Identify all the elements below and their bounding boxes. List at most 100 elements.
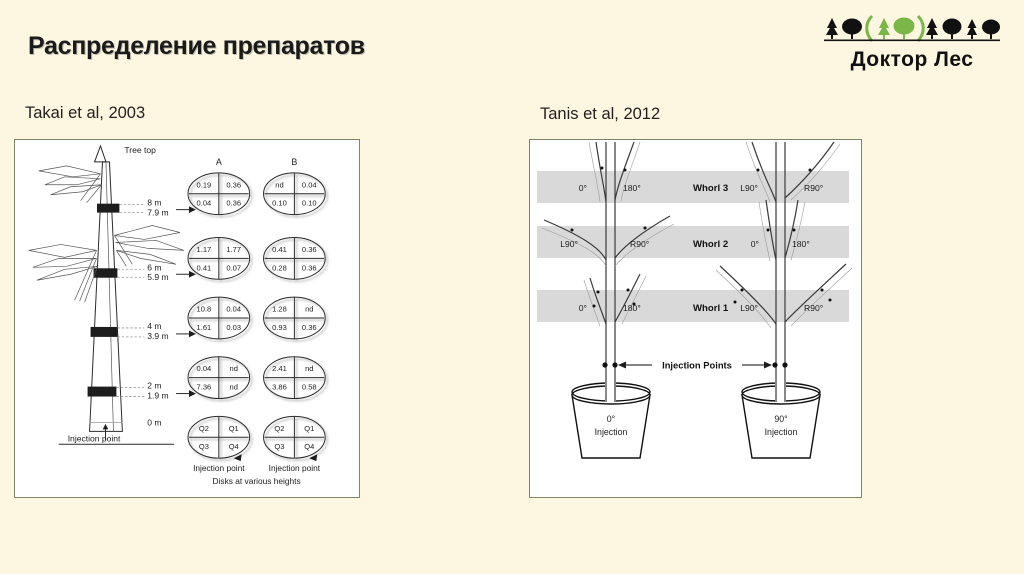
disk-A — [187, 172, 251, 216]
angle-label: R90° — [804, 183, 823, 193]
disk-value-q1: nd — [230, 364, 238, 373]
disk-caption-left: Injection point — [193, 463, 245, 473]
height-labels: 8 m 7.9 m 6 m 5.9 m 4 m 3.9 m — [116, 198, 196, 427]
disk-row: 0.19 0.36 0.04 0.36 nd 0.04 0.10 0.10 — [187, 172, 326, 216]
logo-wordmark: Доктор Лес — [850, 48, 974, 71]
disk-value-q4: 0.36 — [302, 323, 317, 332]
height-label-lower: 5.9 m — [147, 272, 168, 282]
logo-trees-graphic — [824, 14, 1000, 42]
disks-footer-label: Disks at various heights — [213, 476, 301, 486]
band-6m — [93, 268, 118, 278]
angle-label: 180° — [792, 239, 810, 249]
tree-icon-deciduous-black-2 — [942, 18, 962, 39]
disk-value-q2: 0.19 — [197, 180, 212, 189]
height-label-upper: 4 m — [147, 321, 161, 331]
pot-word-label: Injection — [595, 427, 628, 437]
tree-icon-deciduous-green — [893, 17, 915, 39]
disk-value-q2: 10.8 — [197, 305, 212, 314]
disk-row-key: Q2 Q1 Q3 Q4 Q2 Q1 Q3 Q4 — [187, 415, 326, 462]
angle-label: 0° — [751, 239, 759, 249]
angle-label: 180° — [623, 303, 641, 313]
disk-quadrant-q2: Q2 — [274, 424, 284, 433]
disk-value-q4: 0.03 — [226, 323, 241, 332]
disk-value-q1: nd — [305, 305, 313, 314]
height-label-2m: 2 m 1.9 m — [116, 381, 196, 401]
logo-underline — [824, 39, 1000, 42]
injection-points-label: Injection Points — [662, 360, 732, 371]
height-label-4m: 4 m 3.9 m — [117, 321, 196, 341]
disk-value-q3: 0.04 — [197, 199, 212, 208]
disk-value-q2: 0.41 — [272, 245, 287, 254]
branches-mid-left — [28, 244, 98, 303]
tanis-diagram: .tr { stroke:#3a3a3a; stroke-width:1.2; … — [537, 141, 853, 459]
injection-dot-left-b — [612, 362, 618, 368]
tree-icon-conifer-black-1 — [826, 18, 838, 39]
height-label-8m: 8 m 7.9 m — [119, 198, 196, 218]
disk-value-q1: 0.36 — [226, 180, 241, 189]
height-label-lower: 1.9 m — [147, 391, 168, 401]
disk-value-q3: 1.61 — [197, 323, 212, 332]
disk-B — [263, 356, 326, 400]
whorl-label-1: Whorl 1 — [693, 303, 729, 314]
disk-quadrant-q1: Q1 — [229, 424, 239, 433]
injection-point-label: Injection point — [68, 433, 121, 443]
injection-arrow-a — [233, 454, 242, 462]
disk-caption-right: Injection point — [269, 463, 321, 473]
disk-quadrant-q4: Q4 — [229, 442, 239, 451]
angle-label: R90° — [630, 239, 649, 249]
pot-right: 90° Injection — [741, 380, 821, 459]
angle-label: L90° — [560, 239, 578, 249]
tree-icon-deciduous-black-3 — [982, 19, 1000, 39]
disk-value-q3: 0.93 — [272, 323, 287, 332]
tree-icon-conifer-black-2 — [926, 18, 938, 39]
disk-B — [263, 415, 326, 459]
figure-panel-takai: .ln { stroke:#2a2a2a; stroke-width:1; fi… — [14, 139, 360, 498]
disk-B — [263, 172, 326, 216]
caption-takai: Takai et al, 2003 — [25, 104, 146, 122]
disk-value-q1: 0.04 — [302, 180, 317, 189]
disk-value-q3: 0.10 — [272, 199, 287, 208]
disk-value-q1: 1.77 — [226, 245, 241, 254]
disk-value-q3: 3.86 — [272, 383, 287, 392]
disk-value-q1: 0.36 — [302, 245, 317, 254]
band-2m — [87, 386, 117, 397]
page-title: Распределение препаратов — [28, 32, 365, 60]
figure-panel-tanis: .tr { stroke:#3a3a3a; stroke-width:1.2; … — [529, 139, 862, 498]
whorl-label-2: Whorl 2 — [693, 239, 728, 250]
pot-word-label: Injection — [765, 427, 798, 437]
paren-close-green — [916, 14, 925, 42]
angle-label: 0° — [579, 183, 587, 193]
height-label-upper: 8 m — [147, 198, 161, 208]
disk-value-q2: nd — [275, 180, 283, 189]
disk-value-q3: 7.36 — [197, 383, 212, 392]
tree-icon-conifer-green — [878, 18, 890, 39]
whorl-label-3: Whorl 3 — [693, 183, 728, 194]
injection-points-leader: Injection Points — [618, 360, 772, 371]
pot-angle-label: 0° — [607, 414, 615, 424]
disk-value-q4: 0.36 — [226, 199, 241, 208]
band-4m — [90, 326, 118, 337]
paren-open-green — [865, 14, 874, 42]
disk-B — [263, 296, 326, 340]
injection-dot-left-a — [602, 362, 608, 368]
disk-B — [263, 236, 326, 280]
disk-A — [187, 356, 251, 400]
figure-takai-inner: .ln { stroke:#2a2a2a; stroke-width:1; fi… — [15, 140, 359, 497]
figure-tanis-inner: .tr { stroke:#3a3a3a; stroke-width:1.2; … — [530, 140, 861, 497]
tree-top-label: Tree top — [124, 145, 156, 155]
angle-label: L90° — [740, 303, 758, 313]
takai-diagram: .ln { stroke:#2a2a2a; stroke-width:1; fi… — [28, 144, 326, 486]
whorl-band-2 — [537, 226, 849, 258]
height-label-lower: 3.9 m — [147, 331, 168, 341]
disk-quadrant-q3: Q3 — [199, 442, 209, 451]
branches-mid — [114, 225, 185, 267]
pot-left: 0° Injection — [571, 380, 651, 459]
disk-A — [187, 415, 251, 459]
disk-value-q2: 1.17 — [197, 245, 212, 254]
tree-trunk-graphic — [28, 144, 185, 445]
injection-dot-right-a — [772, 362, 778, 368]
disk-A — [187, 296, 251, 340]
height-label-upper: 6 m — [147, 262, 161, 272]
angle-label: L90° — [740, 183, 758, 193]
band-8m — [97, 203, 120, 213]
